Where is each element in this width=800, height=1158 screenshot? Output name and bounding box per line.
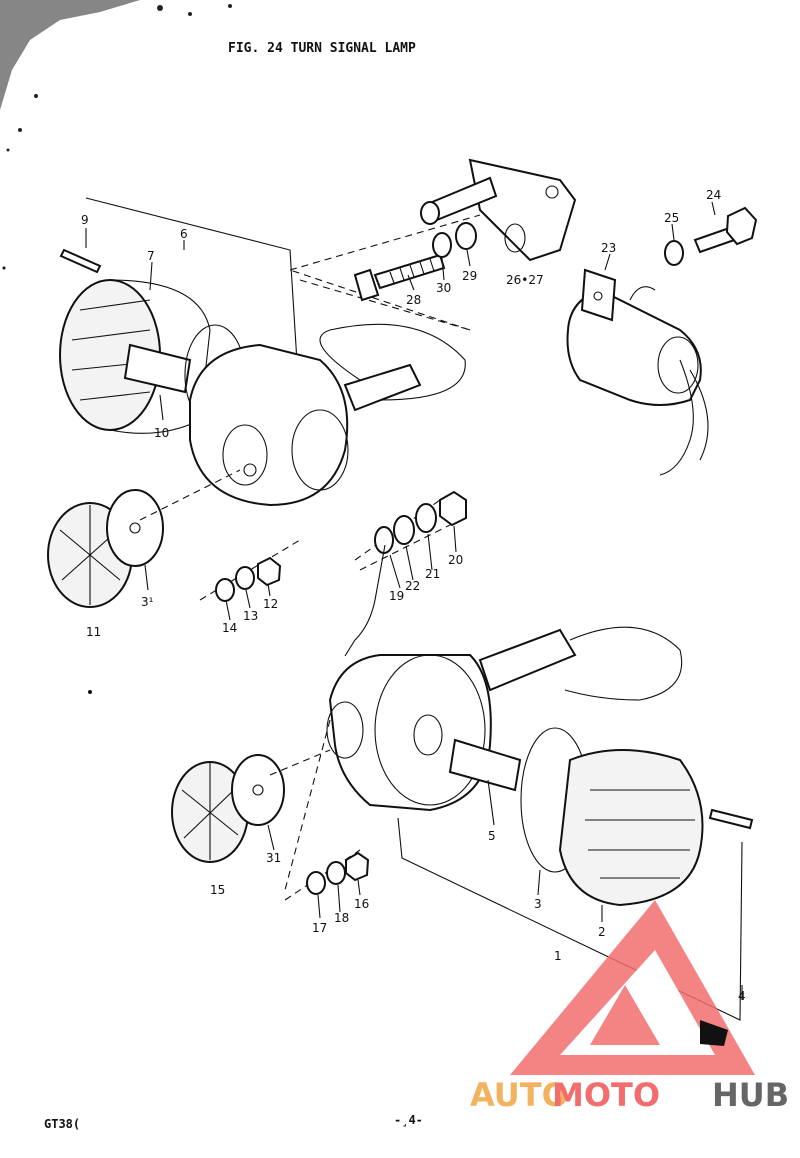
callout-25: 25 [664,211,679,225]
callout-numbers: 9 6 7 10 11 3¹ 14 13 12 28 30 29 26•27 2… [81,188,746,1003]
callout-11: 11 [86,625,101,639]
callout-5: 5 [488,829,496,843]
bracket-26-27 [468,158,577,262]
callout-12: 12 [263,597,278,611]
relay-assembly [566,206,758,476]
watermark-hub: HUB [712,1076,789,1114]
screw-4 [708,808,754,830]
upper-bulb [123,343,192,394]
callout-21: 21 [425,567,440,581]
washer-22 [393,515,415,545]
callout-13: 13 [243,609,258,623]
mid-fastener-set [344,490,467,657]
footer-page-number: -¸4- [394,1113,423,1127]
watermark-logo: AUTO MOTO HUB [470,900,789,1114]
callout-4: 4 [738,989,746,1003]
upper-stem [343,363,422,412]
lower-lamp-assembly [171,626,754,1021]
callout-17: 17 [312,921,327,935]
washer-17 [306,871,326,895]
watermark-moto: MOTO [552,1076,660,1114]
callout-1: 1 [554,949,562,963]
upper-housing [189,343,349,507]
callout-29: 29 [462,269,477,283]
scan-noise [0,0,232,152]
lower-lens-2 [558,749,704,907]
lower-housing [328,654,492,812]
washer-31-upper [106,489,164,567]
callout-19: 19 [389,589,404,603]
washer-30 [432,232,452,258]
lower-stem [478,628,577,692]
washer-21 [415,503,437,533]
screw-9 [59,248,102,274]
callout-26-27: 26•27 [506,273,544,287]
callout-22: 22 [405,579,420,593]
figure-title: FIG. 24 TURN SIGNAL LAMP [228,41,416,56]
callout-6: 6 [180,227,188,241]
callout-24: 24 [706,188,721,202]
callout-7: 7 [147,249,155,263]
nut-12 [257,556,282,587]
callout-30: 30 [436,281,451,295]
nut-20 [439,490,467,527]
washer-29 [455,222,477,250]
callout-23: 23 [601,241,616,255]
callout-9: 9 [81,213,89,227]
callout-16: 16 [354,897,369,911]
upper-lamp-assembly [47,197,466,608]
callout-2: 2 [598,925,606,939]
ground-wire [344,544,386,657]
group-bracket-1 [397,817,743,1021]
washer-31-lower [231,754,285,826]
nut-16 [345,851,370,882]
washer-25 [664,240,684,266]
watermark-auto: AUTO [470,1076,569,1114]
leader-lines [85,201,743,1000]
footer-model: GT38( [44,1117,80,1131]
callout-15: 15 [210,883,225,897]
callout-31-lower: 31 [266,851,281,865]
callout-20: 20 [448,553,463,567]
washer-14 [215,578,235,602]
washer-18 [326,861,346,885]
callout-28: 28 [406,293,421,307]
mounting-bracket-assembly [289,158,577,331]
callout-14: 14 [222,621,237,635]
callout-3: 3 [534,897,542,911]
lower-bulb [448,738,522,792]
callout-18: 18 [334,911,349,925]
callout-10: 10 [154,426,169,440]
callout-31-upper: 3¹ [141,595,154,609]
bolt-28 [373,253,446,290]
washer-13 [235,566,255,590]
